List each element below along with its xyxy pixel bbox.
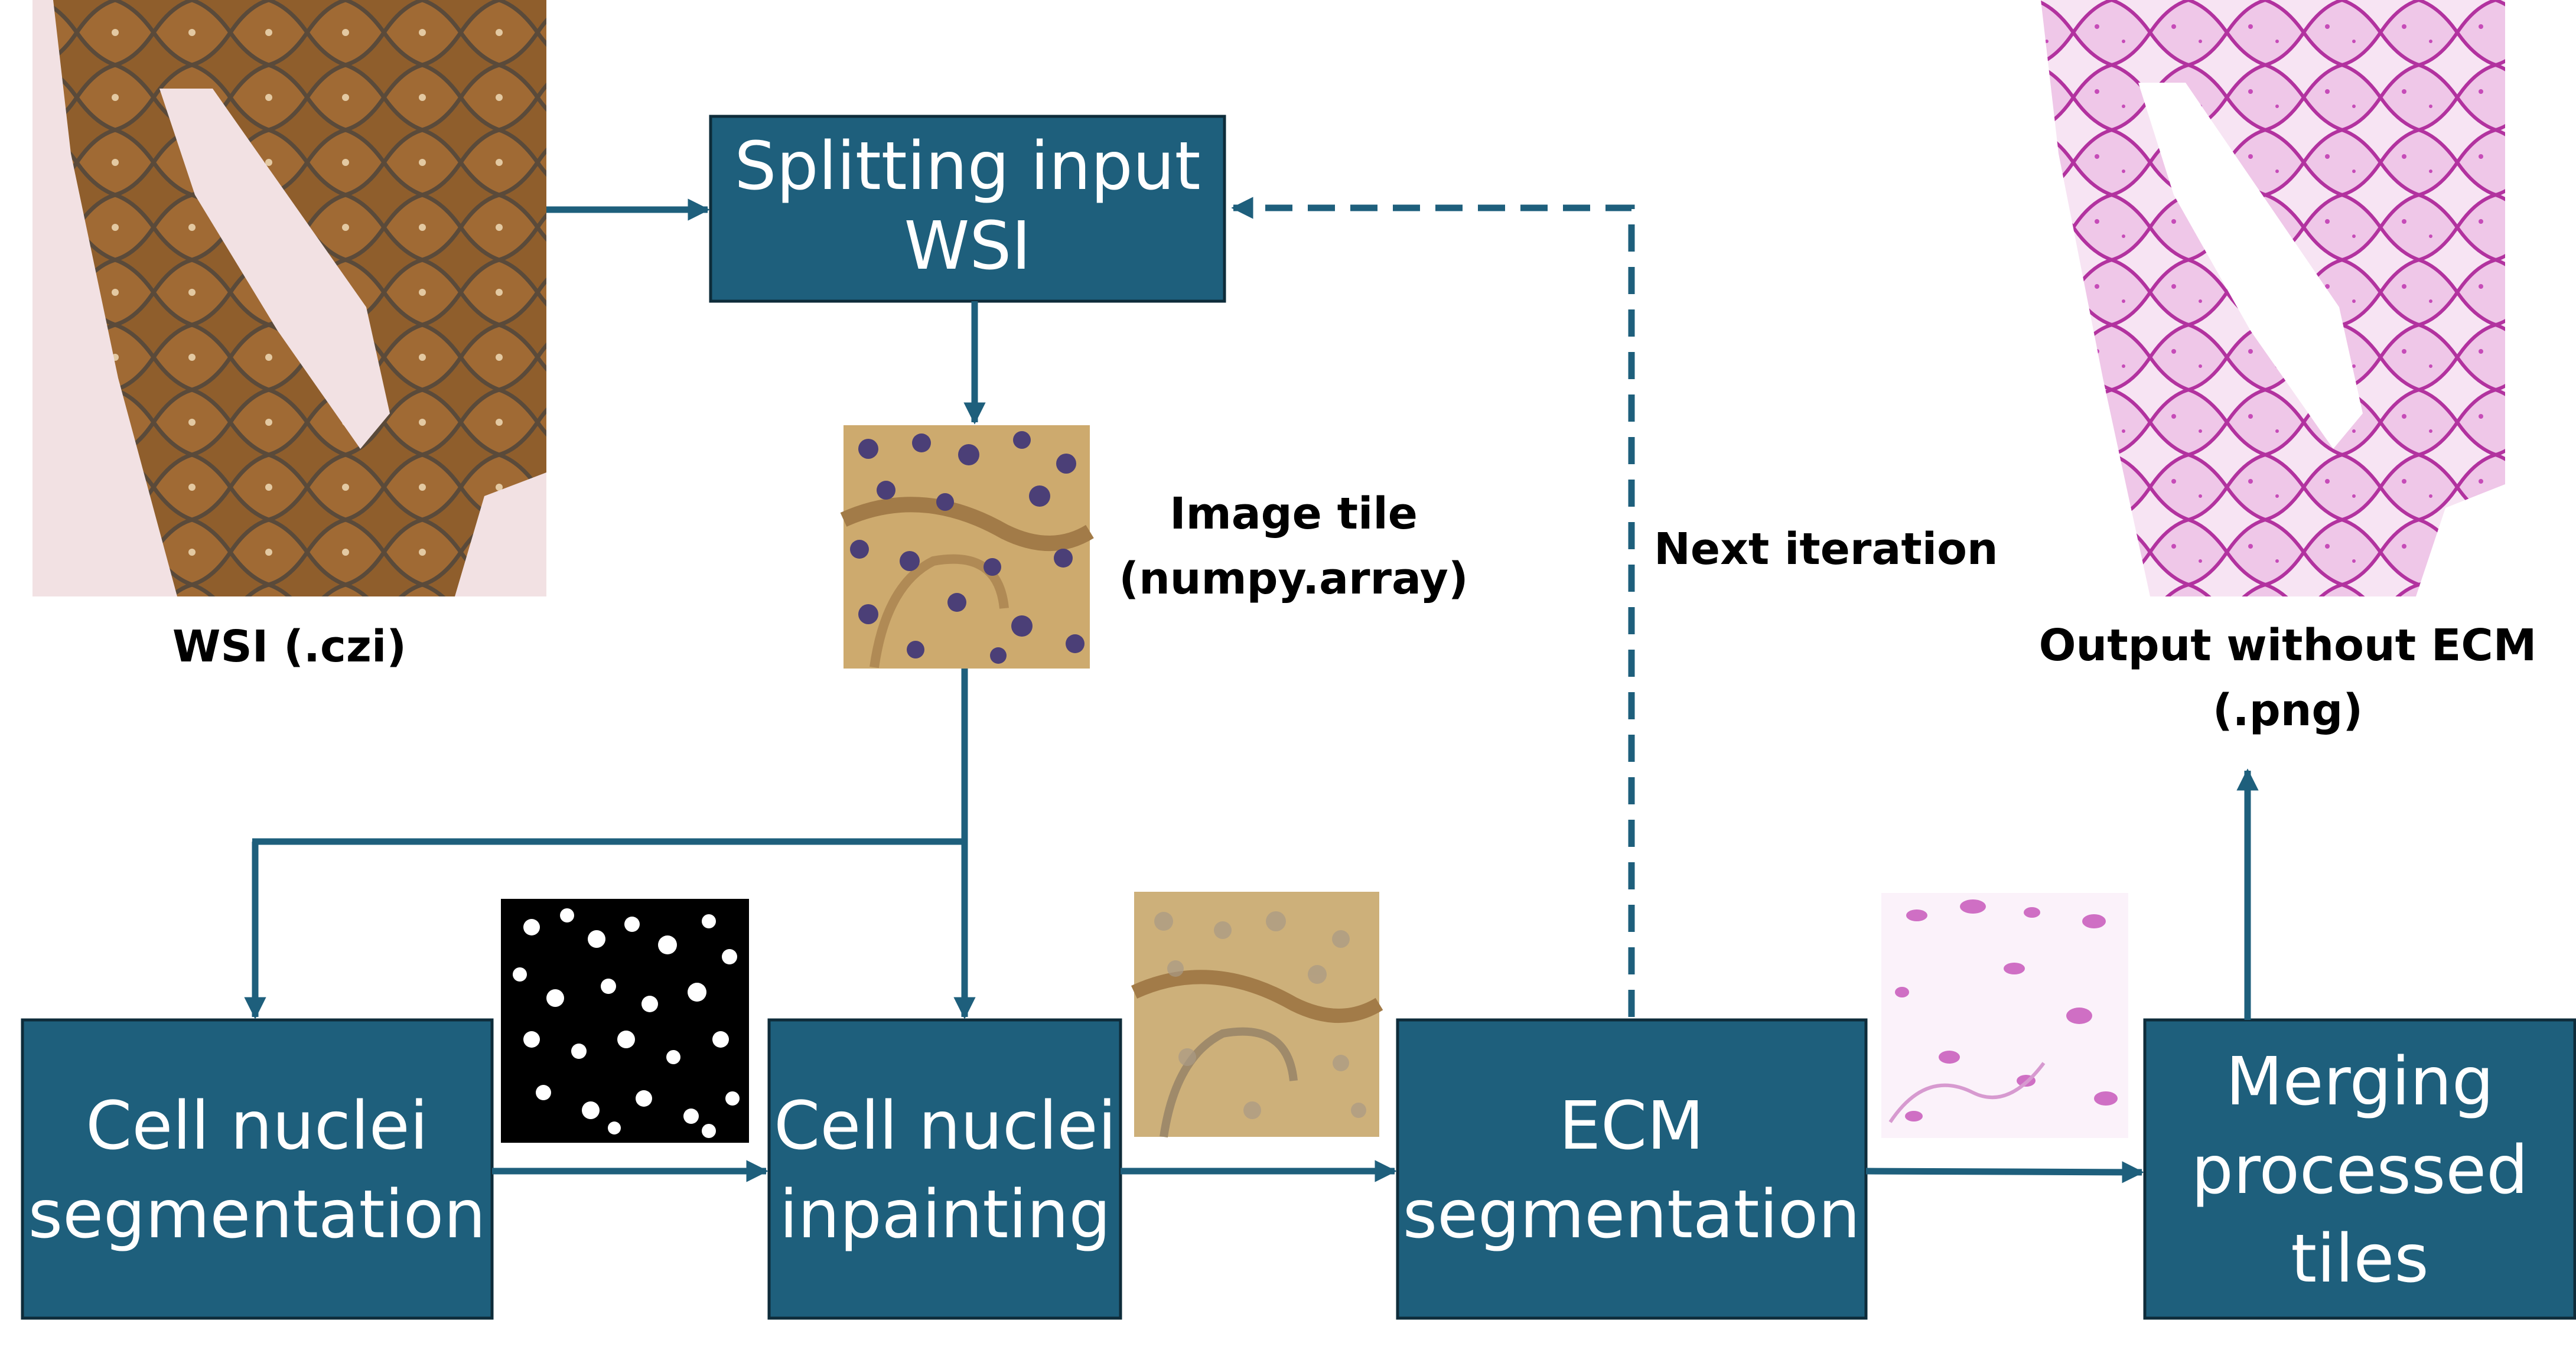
output-image [2041,0,2505,596]
merge-label-line-3: tiles [2291,1221,2428,1297]
nuclei-seg-label-line-2: segmentation [28,1176,486,1253]
ecm-tile-image [1881,893,2128,1138]
ecm-seg-label-line-1: ECM [1559,1088,1704,1165]
inpainted-tile-image [1131,892,1383,1138]
image-tile-label-line-2: (numpy.array) [1119,553,1468,604]
output-label-line-1: Output without ECM [2039,620,2537,671]
image-tile-label-line-1: Image tile [1170,488,1418,539]
splitting-box-label-line-2: WSI [904,208,1031,285]
merge-label-line-1: Merging [2226,1044,2494,1120]
splitting-box-label-line-1: Splitting input [734,128,1200,205]
wsi-label: WSI (.czi) [172,621,406,672]
ecm-segmentation-box: ECM segmentation [1396,1018,1868,1320]
image-tile [840,425,1094,669]
wsi-image [32,0,546,596]
cell-nuclei-segmentation-box: Cell nuclei segmentation [21,1018,494,1320]
arrow-ecm-seg-to-merge [1865,1161,2144,1184]
inpainting-label-line-2: inpainting [779,1176,1110,1253]
ecm-seg-label-line-2: segmentation [1403,1176,1860,1253]
output-label-line-2: (.png) [2213,685,2363,736]
nuclei-mask-image [501,899,749,1143]
merge-label-line-2: processed [2191,1132,2528,1209]
inpainting-label-line-1: Cell nuclei [774,1088,1116,1165]
cell-nuclei-inpainting-box: Cell nuclei inpainting [767,1018,1122,1320]
next-iteration-label: Next iteration [1654,524,1998,575]
merging-processed-tiles-box: Merging processed tiles [2143,1018,2576,1320]
arrow-next-iteration [1231,197,1635,1017]
splitting-input-wsi-box: Splitting input WSI [709,115,1226,303]
nuclei-seg-label-line-1: Cell nuclei [86,1088,428,1165]
